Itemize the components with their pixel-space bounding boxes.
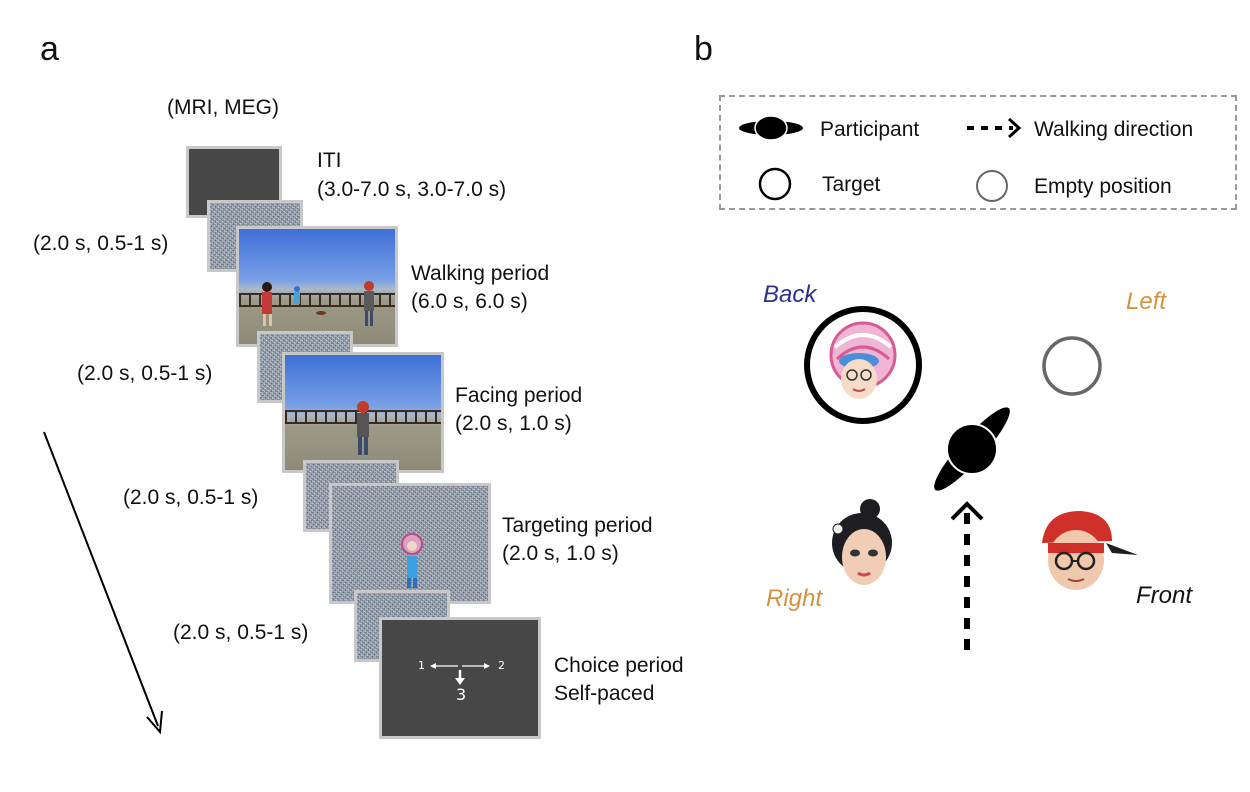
right-avatar-face (832, 499, 892, 585)
iti-timing: (3.0-7.0 s, 3.0-7.0 s) (317, 178, 507, 201)
mask-timing-4: (2.0 s, 0.5-1 s) (173, 621, 309, 644)
participant-marker (934, 407, 1010, 491)
walking-direction-icon (967, 117, 1022, 139)
choice-option-left: 1 (418, 659, 425, 672)
back-avatar-face (829, 321, 897, 399)
direction-right: Right (766, 585, 823, 612)
target-position (804, 306, 922, 424)
targeting-screen (329, 483, 491, 604)
choice-option-down: 3 (456, 685, 467, 704)
legend-walking-direction: Walking direction (1034, 118, 1194, 141)
legend-target: Target (822, 173, 881, 196)
target-avatar (401, 533, 423, 588)
facing-screen (282, 352, 444, 473)
walking-title: Walking period (411, 262, 550, 285)
choice-title: Choice period (554, 654, 684, 677)
targeting-title: Targeting period (502, 514, 653, 537)
front-avatar-face (1042, 511, 1138, 590)
panel-a-label: a (40, 30, 59, 68)
facing-title: Facing period (455, 384, 583, 407)
mask-timing-2: (2.0 s, 0.5-1 s) (77, 362, 213, 385)
direction-front: Front (1136, 582, 1193, 609)
walking-screen (236, 226, 398, 347)
targeting-timing: (2.0 s, 1.0 s) (502, 542, 619, 565)
choice-timing: Self-paced (554, 682, 655, 705)
panel-b-label: b (694, 30, 713, 68)
legend: Participant Walking direction Target Emp… (719, 95, 1237, 210)
participant-icon (739, 115, 803, 141)
walking-direction-arrow (950, 501, 984, 659)
choice-arrows (430, 663, 490, 685)
modality-header: (MRI, MEG) (167, 96, 279, 119)
direction-back: Back (763, 281, 817, 308)
legend-participant: Participant (820, 118, 920, 141)
walking-avatars (262, 281, 374, 326)
choice-option-right: 2 (498, 659, 505, 672)
mask-timing-1: (2.0 s, 0.5-1 s) (33, 232, 169, 255)
walking-timing: (6.0 s, 6.0 s) (411, 290, 528, 313)
fence (239, 293, 395, 307)
iti-title: ITI (317, 149, 342, 172)
empty-position-icon (976, 170, 1008, 202)
empty-position (1042, 336, 1102, 396)
legend-empty-position: Empty position (1034, 175, 1172, 198)
facing-timing: (2.0 s, 1.0 s) (455, 412, 572, 435)
mask-timing-3: (2.0 s, 0.5-1 s) (123, 486, 259, 509)
facing-avatar (357, 401, 369, 455)
time-arrow (43, 431, 163, 735)
direction-left: Left (1126, 288, 1167, 315)
choice-screen: 1 2 3 (379, 617, 541, 739)
target-circle-icon (758, 167, 792, 201)
